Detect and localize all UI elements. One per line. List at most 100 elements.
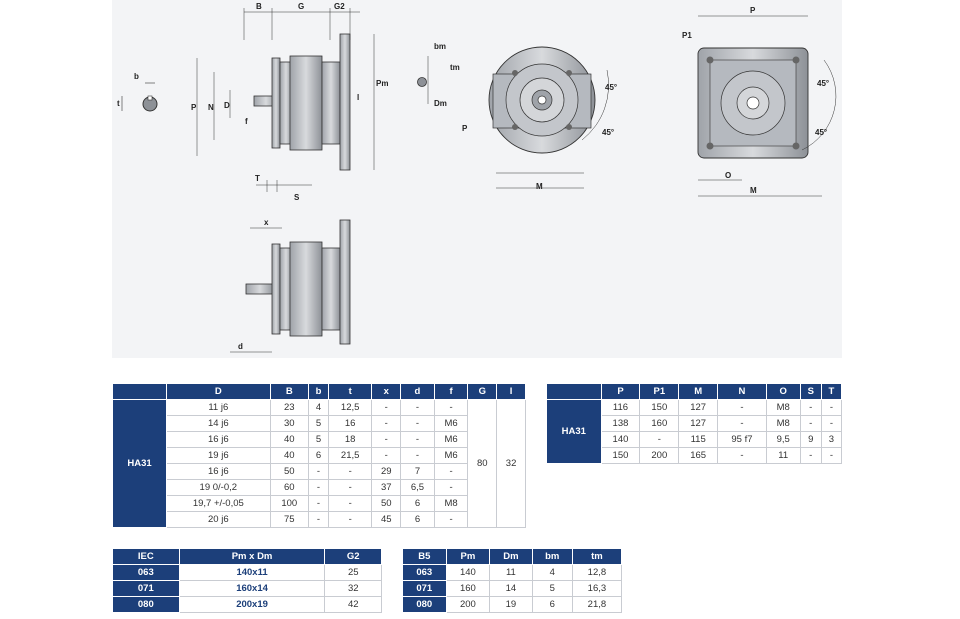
table-cell: 9	[799, 431, 822, 448]
table-cell: -	[717, 399, 767, 416]
table-cell: 6,5	[400, 479, 435, 496]
table-cell: -	[327, 479, 373, 496]
dim-label: Dm	[434, 99, 447, 108]
table-cell: 18	[327, 431, 373, 448]
table-cell: -	[308, 479, 329, 496]
table-cell: -	[717, 447, 767, 464]
row-label: 063	[112, 564, 180, 581]
table-cell: 45	[371, 511, 402, 528]
dim-label: M	[536, 182, 543, 191]
table-cell: -	[799, 415, 822, 432]
technical-drawing: B G G2 b t P N D f Pm l T S bm tm Dm P M…	[112, 0, 842, 358]
table-cell: 50	[269, 463, 310, 480]
table-cell: -	[308, 495, 329, 512]
table-cell: 11 j6	[166, 399, 271, 416]
table-cell: 140	[445, 564, 491, 581]
table-cell: -	[820, 399, 843, 416]
table-cell: 115	[678, 431, 719, 448]
column-header: S	[799, 383, 822, 400]
shaft-section-view	[121, 82, 158, 112]
row-label: 080	[112, 596, 180, 613]
table-cell: 160	[445, 580, 491, 597]
table-cell: 40	[269, 431, 310, 448]
dim-label: x	[264, 218, 269, 227]
column-header: d	[400, 383, 435, 400]
dim-label: P	[750, 6, 756, 15]
column-header: b	[308, 383, 329, 400]
table-cell: -	[400, 447, 435, 464]
table-cell: -	[327, 463, 373, 480]
table-cell: 11	[489, 564, 533, 581]
dim-label: S	[294, 193, 300, 202]
row-label: 063	[402, 564, 447, 581]
table-cell: 40	[269, 447, 310, 464]
column-header: B	[269, 383, 310, 400]
dim-label: M	[750, 186, 757, 195]
dim-label: T	[255, 174, 260, 183]
column-header: bm	[531, 548, 573, 565]
table-cell: -	[371, 447, 402, 464]
row-label: 080	[402, 596, 447, 613]
table-cell: -	[433, 511, 469, 528]
table-cell: -	[717, 415, 767, 432]
dim-label: f	[245, 117, 248, 126]
table-cell: 165	[678, 447, 719, 464]
table-cell: M6	[433, 415, 469, 432]
table-cell: -	[400, 431, 435, 448]
table-cell: 42	[324, 596, 382, 613]
column-header: B5	[402, 548, 447, 565]
table-cell: 32	[324, 580, 382, 597]
dim-label: tm	[450, 63, 460, 72]
table-cell: 140x11	[178, 564, 326, 581]
table-cell: 14 j6	[166, 415, 271, 432]
table-cell: 6	[400, 495, 435, 512]
table-cell: 4	[531, 564, 573, 581]
table-cell: 4	[308, 399, 329, 416]
table-cell: 6	[400, 511, 435, 528]
row-label: HA31	[111, 399, 168, 528]
table-cell: 37	[371, 479, 402, 496]
table-cell: 16,3	[571, 580, 623, 597]
table-cell: 160x14	[178, 580, 326, 597]
table-cell: 20 j6	[166, 511, 271, 528]
dimension-labels: B G G2 b t P N D f Pm l T S bm tm Dm P M…	[117, 2, 829, 351]
table-cell: 12,8	[571, 564, 623, 581]
table-cell: -	[400, 415, 435, 432]
table-cell: 75	[269, 511, 310, 528]
table-cell: 6	[308, 447, 329, 464]
dim-label: b	[134, 72, 139, 81]
table-cell: -	[799, 447, 822, 464]
table-cell: 5	[308, 415, 329, 432]
column-header: G	[467, 383, 498, 400]
table-cell: 3	[820, 431, 843, 448]
table-cell: -	[371, 415, 402, 432]
table-cell: -	[433, 399, 469, 416]
table-cell: M6	[433, 431, 469, 448]
dim-label: 45°	[815, 128, 827, 137]
column-header: D	[166, 383, 271, 400]
dim-label: 45°	[602, 128, 614, 137]
table-cell: 150	[639, 399, 680, 416]
column-header: T	[820, 383, 843, 400]
table-cell: 19	[489, 596, 533, 613]
table-cell: 50	[371, 495, 402, 512]
drawing-canvas: B G G2 b t P N D f Pm l T S bm tm Dm P M…	[117, 2, 837, 353]
table-cell: 127	[678, 415, 719, 432]
dim-label: l	[357, 93, 359, 102]
dim-label: 45°	[817, 79, 829, 88]
table-cell: -	[327, 495, 373, 512]
table-cell: -	[799, 399, 822, 416]
